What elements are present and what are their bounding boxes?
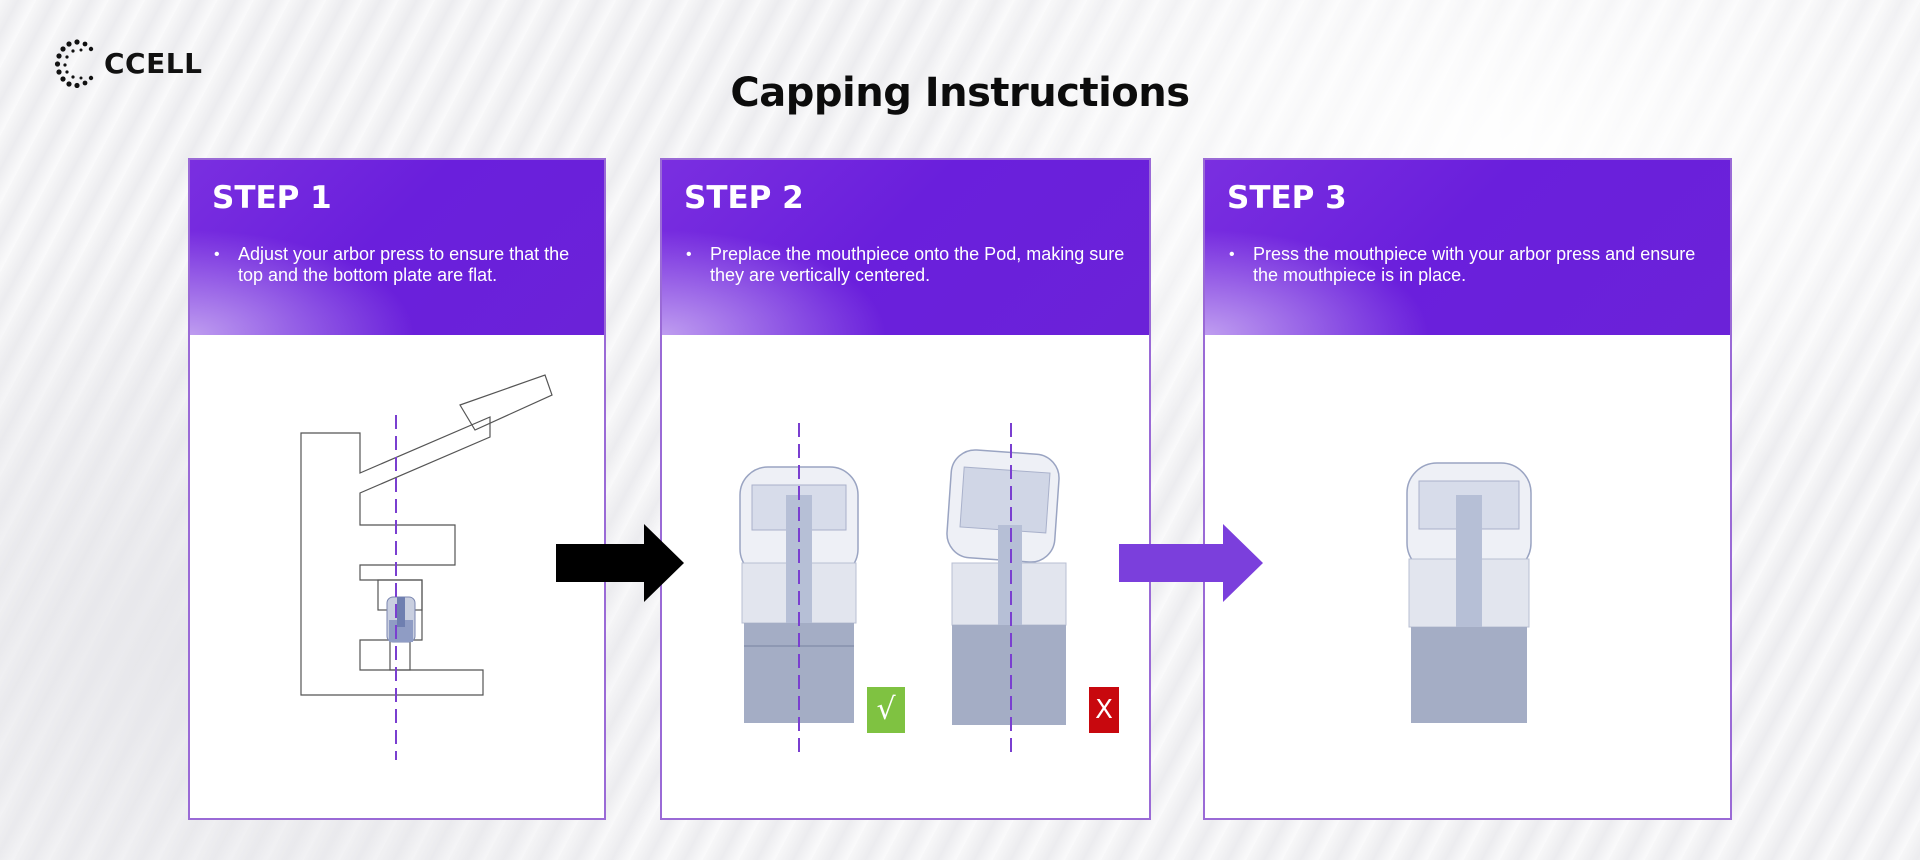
step-1-illustration [190,335,604,818]
step-3-header: STEP 3 Press the mouthpiece with your ar… [1205,160,1730,335]
pod-capped-drawing [1406,462,1532,723]
right-arrow-icon [1119,524,1263,602]
page-title: Capping Instructions [730,70,1190,116]
step-3-title: STEP 3 [1227,180,1347,216]
pod-tilted [946,449,1067,725]
pod-capped [1406,462,1532,723]
logo-text: CCELL [104,46,203,80]
step-1-card: STEP 1 Adjust your arbor press to ensure… [188,158,606,820]
wrong-badge: X [1089,687,1119,733]
right-arrow-icon [556,524,684,602]
arbor-press-drawing [300,374,553,760]
step-3-text: Press the mouthpiece with your arbor pre… [1229,244,1710,286]
step-2-illustration: √ X [662,335,1149,818]
step-3-card: STEP 3 Press the mouthpiece with your ar… [1203,158,1732,820]
ccell-logo-icon [54,39,94,88]
pod-alignment-drawing [739,423,1067,755]
step-2-header: STEP 2 Preplace the mouthpiece onto the … [662,160,1149,335]
step-1-header: STEP 1 Adjust your arbor press to ensure… [190,160,604,335]
step-1-title: STEP 1 [212,180,332,216]
step-1-text: Adjust your arbor press to ensure that t… [214,244,584,286]
step-2-title: STEP 2 [684,180,804,216]
step-2-text: Preplace the mouthpiece onto the Pod, ma… [686,244,1129,286]
step-3-illustration [1205,335,1730,818]
pod-centered [739,466,859,723]
ccell-logo: CCELL [54,38,202,88]
correct-badge: √ [867,687,905,733]
step-2-card: STEP 2 Preplace the mouthpiece onto the … [660,158,1151,820]
